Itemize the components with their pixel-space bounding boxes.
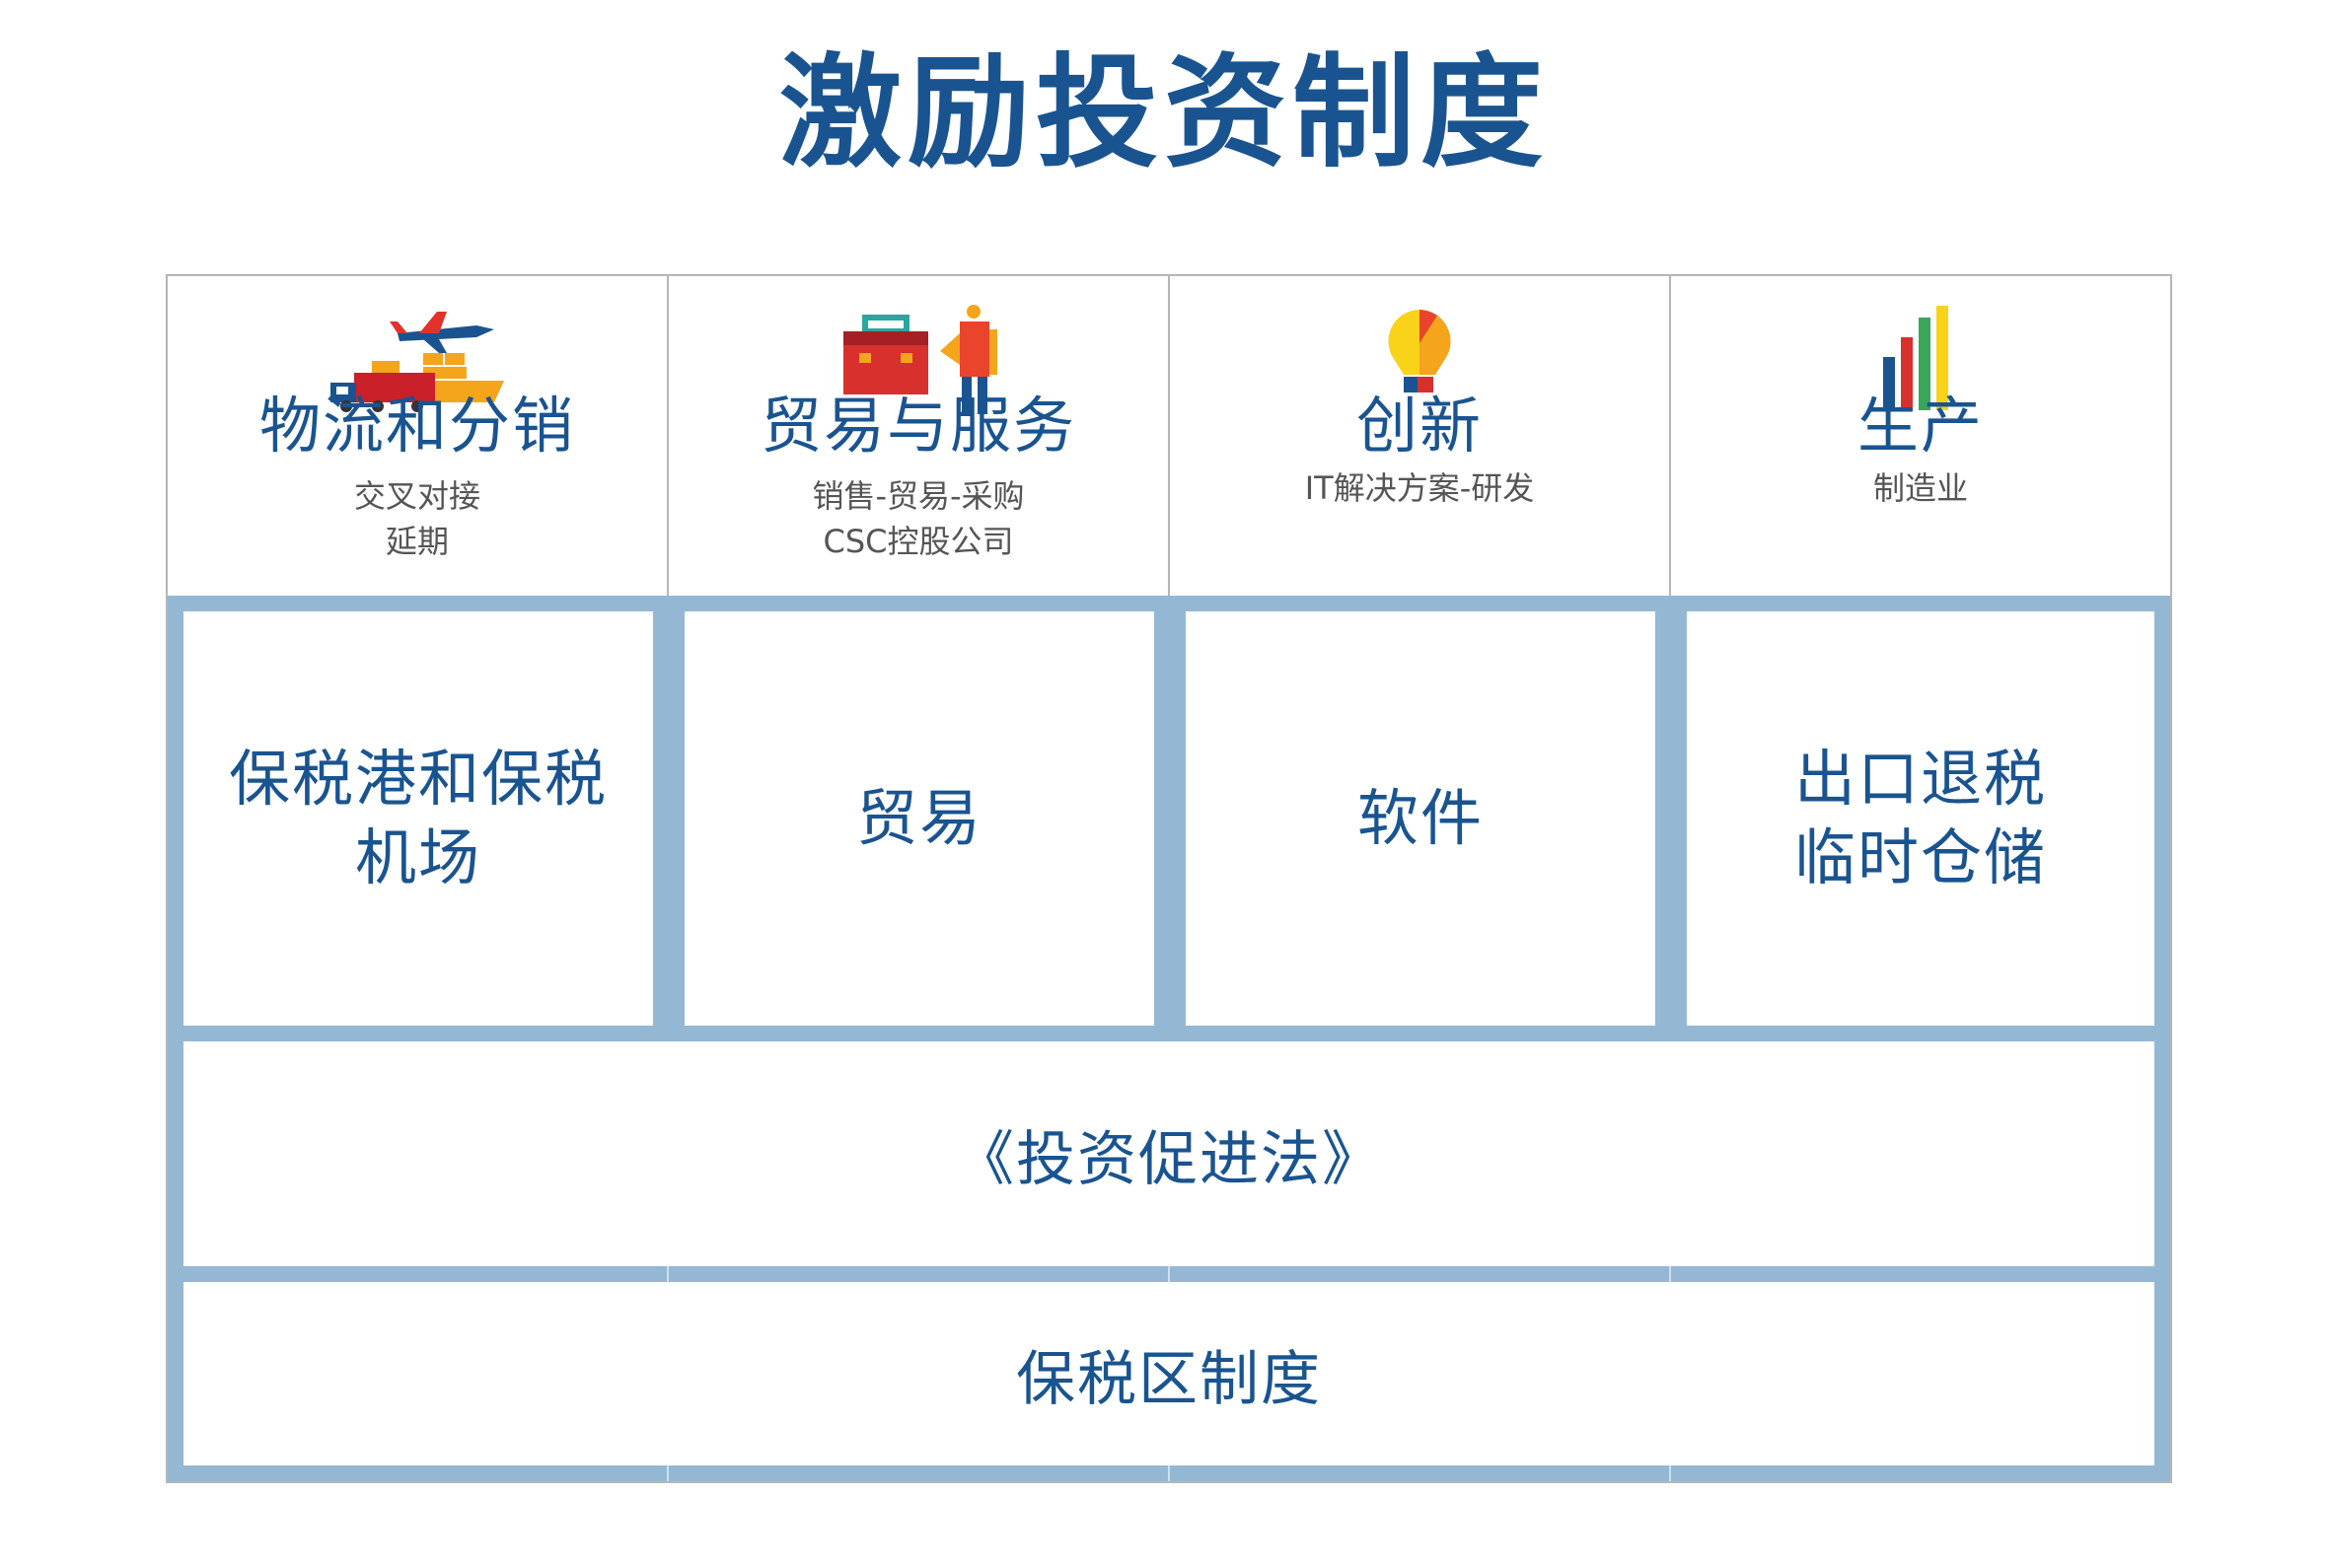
- header-row: 物流和分销 交叉对接 延期 贸易与: [168, 276, 2170, 596]
- pillar-export-rebate: 出口退税 临时仓储: [1687, 611, 2154, 1026]
- column-separator: [1669, 1266, 1671, 1282]
- header-title: 贸易与服务: [760, 390, 1076, 462]
- column-separator: [1168, 1465, 1170, 1481]
- header-title: 创新: [1355, 390, 1483, 462]
- column-separator: [1669, 1465, 1671, 1481]
- pillar-software: 软件: [1186, 611, 1655, 1026]
- pillar-line: 临时仓储: [1793, 821, 2047, 893]
- column-separator: [667, 1266, 669, 1282]
- law-label: 《投资促进法》: [955, 1124, 1383, 1194]
- pillar-line: 出口退税: [1793, 743, 2047, 815]
- header-cell-logistics: 物流和分销 交叉对接 延期: [168, 276, 669, 596]
- header-subtitle: 交叉对接 延期: [168, 473, 667, 564]
- pillar-line: 软件: [1356, 782, 1484, 854]
- bonded-zone-box: 保税区制度: [183, 1282, 2154, 1465]
- pillar-bonded-port: 保税港和保税 机场: [183, 611, 653, 1026]
- header-sub-line: 延期: [385, 523, 449, 560]
- pillar-trade: 贸易: [685, 611, 1154, 1026]
- investment-promotion-law-box: 《投资促进法》: [183, 1041, 2154, 1266]
- header-sub-line: 制造业: [1872, 469, 1968, 507]
- header-title: 物流和分销: [258, 390, 575, 462]
- header-cell-production: 生产 制造业: [1671, 276, 2170, 596]
- header-sub-line: IT解决方案-研发: [1304, 469, 1535, 507]
- pillar-line: 机场: [354, 821, 481, 893]
- foundation-band: 保税港和保税 机场 贸易 软件 出口退税 临时仓储 《投资促进法》 保税区制度: [168, 596, 2170, 1481]
- pillar-line: 贸易: [855, 782, 982, 854]
- bar-chart-icon: [1883, 306, 1948, 410]
- column-separator: [667, 1465, 669, 1481]
- zone-label: 保税区制度: [1016, 1344, 1322, 1414]
- trade-service-icon: [843, 305, 997, 414]
- lightbulb-icon: [1388, 310, 1451, 392]
- pillar-line: 保税港和保税: [228, 743, 608, 815]
- header-sub-line: 交叉对接: [353, 477, 480, 515]
- header-sub-line: CSC控股公司: [823, 523, 1014, 560]
- header-subtitle: 制造业: [1671, 465, 2170, 511]
- header-subtitle: 销售-贸易-采购 CSC控股公司: [669, 473, 1168, 564]
- header-subtitle: IT解决方案-研发: [1170, 465, 1669, 511]
- header-cell-innovation: 创新 IT解决方案-研发: [1170, 276, 1671, 596]
- header-sub-line: 销售-贸易-采购: [812, 477, 1025, 515]
- header-title: 生产: [1856, 390, 1984, 462]
- page-title: 激励投资制度: [778, 42, 1549, 184]
- incentive-diagram: 物流和分销 交叉对接 延期 贸易与: [166, 274, 2172, 1483]
- column-separator: [1168, 1266, 1170, 1282]
- logistics-icon: [330, 312, 504, 412]
- header-cell-trade-service: 贸易与服务 销售-贸易-采购 CSC控股公司: [669, 276, 1170, 596]
